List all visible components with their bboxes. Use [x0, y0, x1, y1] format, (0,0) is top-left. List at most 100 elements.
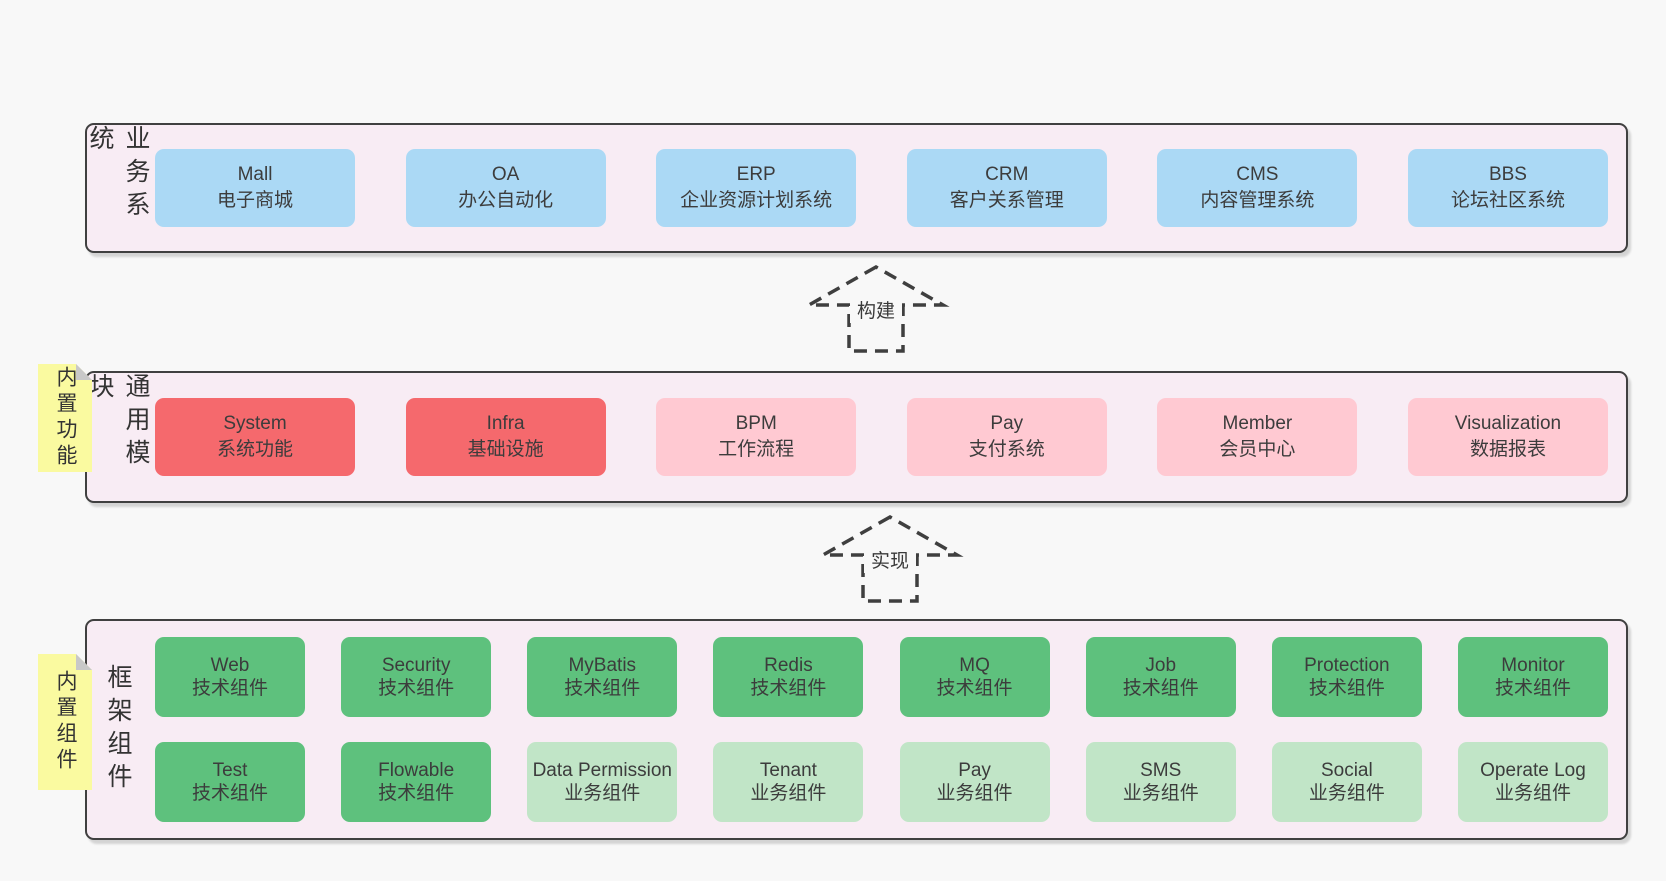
box-title: Social: [1320, 759, 1373, 781]
box-bbs: BBS 论坛社区系统: [1407, 149, 1608, 227]
box-title: Job: [1145, 654, 1177, 676]
box-subtitle: 数据报表: [1469, 439, 1546, 460]
sticky-label: 内置组件: [54, 670, 77, 774]
panel-common-modules: 通用模块 System 系统功能 Infra 基础设施 BPM 工作流程 Pay 支付系统 Me…: [85, 371, 1628, 503]
box-title: Pay: [958, 759, 991, 781]
box-subtitle: 业务组件: [1308, 783, 1385, 804]
box-system: System 系统功能: [155, 398, 355, 476]
box-subtitle: 工作流程: [718, 439, 795, 460]
box-infra: Infra 基础设施: [405, 398, 606, 476]
arrow-label-backdrop: [864, 547, 916, 573]
box-title: Operate Log: [1480, 759, 1586, 781]
box-subtitle: 技术组件: [1494, 678, 1571, 699]
box-title: ERP: [736, 163, 776, 185]
box-subtitle: 企业资源计划系统: [680, 190, 833, 211]
box-title: Test: [212, 759, 248, 781]
box-title: System: [223, 412, 287, 434]
box-title: Mall: [237, 163, 273, 185]
box-subtitle: 基础设施: [467, 439, 544, 460]
implement-arrow-icon: 实现: [816, 514, 964, 603]
box-title: BBS: [1488, 163, 1527, 185]
box-subtitle: 会员中心: [1219, 439, 1296, 460]
box-subtitle: 业务组件: [750, 783, 827, 804]
box-mall: Mall 电子商城: [155, 149, 355, 227]
box-subtitle: 办公自动化: [458, 190, 554, 211]
box-title: CMS: [1236, 163, 1279, 185]
sticky-built-in-features: 内置功能: [38, 364, 92, 472]
sticky-built-in-components: 内置组件: [38, 654, 92, 790]
build-arrow-label: 构建: [857, 300, 895, 322]
box-subtitle: 业务组件: [1122, 783, 1199, 804]
panel-label-common-modules: 通用模块: [86, 373, 150, 472]
box-title: Tenant: [759, 759, 817, 781]
box-subtitle: 技术组件: [191, 678, 268, 699]
box-title: Redis: [764, 654, 813, 676]
panel-content: System 系统功能 Infra 基础设施 BPM 工作流程 Pay 支付系统 Member 会…: [149, 373, 1626, 501]
panel-label-framework-components: 框架组件: [104, 663, 132, 796]
box-subtitle: 系统功能: [216, 439, 293, 460]
box-title: Flowable: [378, 759, 455, 781]
box-member: Member 会员中心: [1157, 398, 1358, 476]
box-title: Infra: [486, 412, 525, 434]
box-title: CRM: [985, 163, 1029, 185]
box-title: Monitor: [1501, 654, 1565, 676]
box-subtitle: 技术组件: [750, 678, 827, 699]
box-subtitle: 技术组件: [378, 678, 455, 699]
box-subtitle: 技术组件: [564, 678, 641, 699]
box-subtitle: 电子商城: [216, 190, 293, 211]
box-title: Member: [1222, 412, 1293, 434]
box-title: SMS: [1140, 759, 1182, 781]
box-subtitle: 技术组件: [1308, 678, 1385, 699]
box-title: BPM: [735, 412, 777, 434]
box-title: OA: [491, 163, 520, 185]
box-row-modules: System 系统功能 Infra 基础设施 BPM 工作流程 Pay 支付系统 Member 会…: [155, 398, 1608, 476]
box-subtitle: 技术组件: [191, 783, 268, 804]
box-pay: Pay 支付系统: [906, 398, 1107, 476]
box-oa: OA 办公自动化: [405, 149, 606, 227]
box-visualization: Visualization 数据报表: [1407, 398, 1608, 476]
box-subtitle: 技术组件: [1122, 678, 1199, 699]
box-title: Pay: [990, 412, 1024, 434]
box-title: Protection: [1304, 654, 1390, 676]
box-crm: CRM 客户关系管理: [906, 149, 1107, 227]
box-title: Data Permission: [532, 759, 672, 781]
box-subtitle: 业务组件: [936, 783, 1013, 804]
box-bpm: BPM 工作流程: [656, 398, 857, 476]
box-subtitle: 业务组件: [564, 783, 641, 804]
box-title: MyBatis: [568, 654, 637, 676]
arrow-label-backdrop: [850, 297, 902, 323]
box-title: Web: [210, 654, 250, 676]
box-subtitle: 论坛社区系统: [1450, 190, 1565, 211]
implement-arrow-label: 实现: [871, 550, 909, 572]
sticky-label: 内置功能: [54, 366, 77, 470]
box-erp: ERP 企业资源计划系统: [656, 149, 857, 227]
box-subtitle: 客户关系管理: [949, 190, 1064, 211]
box-subtitle: 支付系统: [968, 439, 1045, 460]
box-subtitle: 业务组件: [1494, 783, 1571, 804]
box-title: Visualization: [1454, 412, 1562, 434]
box-title: Security: [381, 654, 451, 676]
